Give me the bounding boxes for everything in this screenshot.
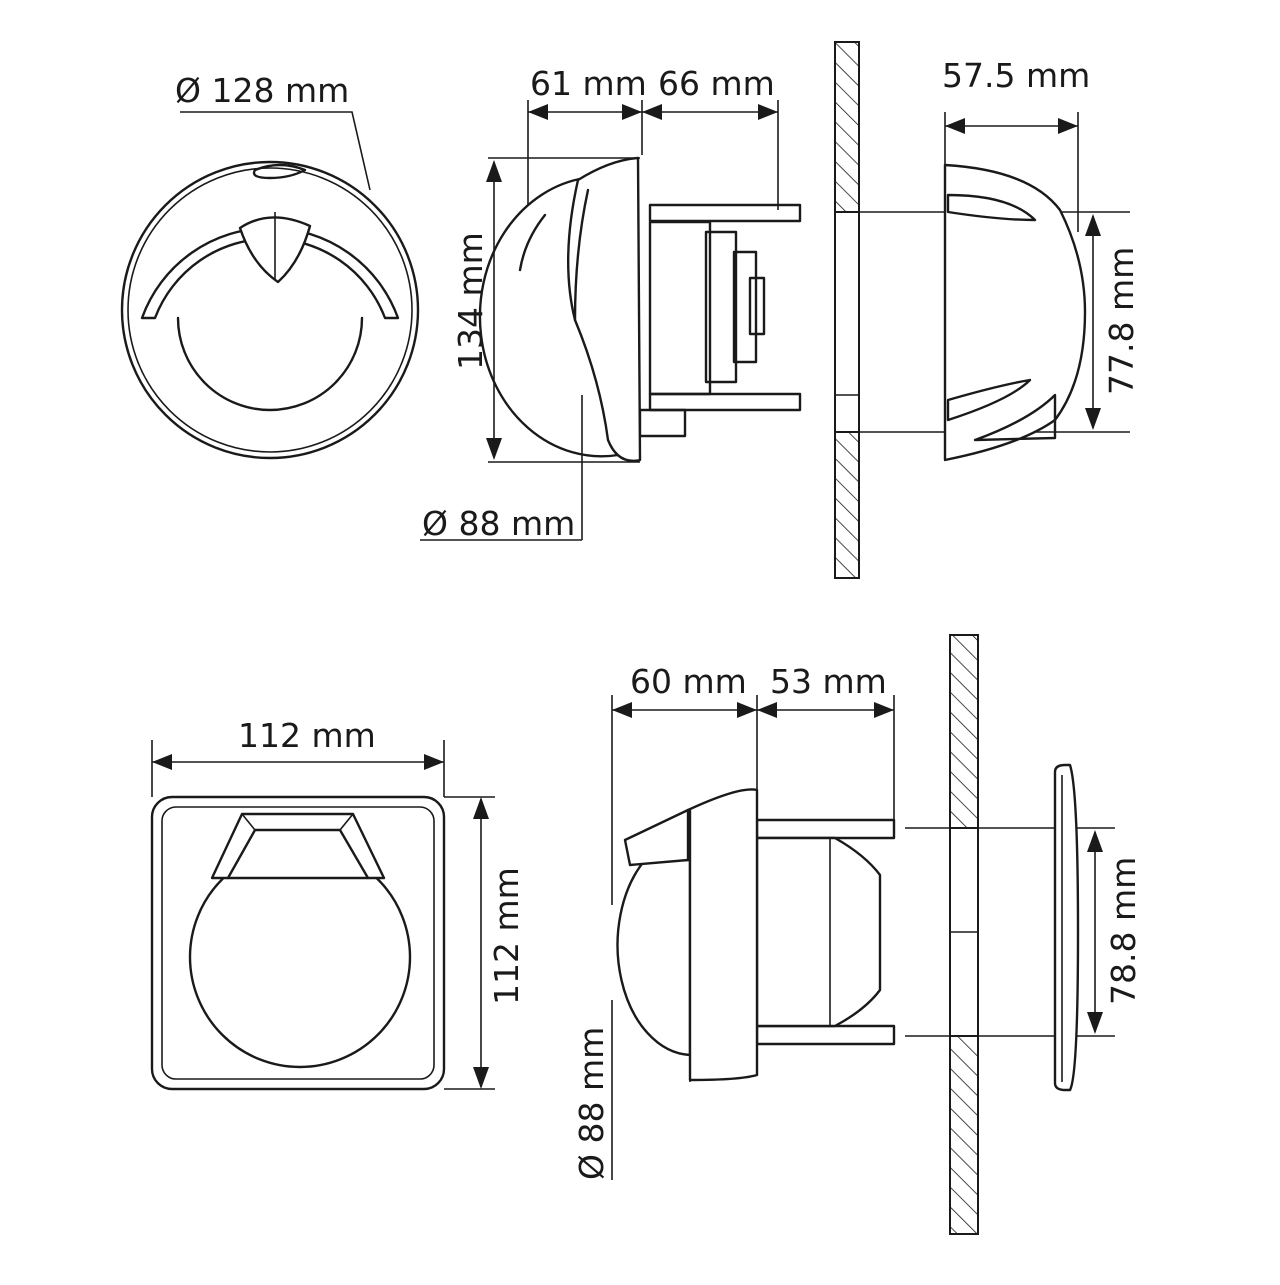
square-compass-front-view <box>150 795 446 1091</box>
square-cutout-diameter-label: 78.8 mm <box>1104 857 1143 1005</box>
square-depth-rear-label: 53 mm <box>770 662 887 701</box>
round-cutout-depth-label: 57.5 mm <box>942 56 1090 95</box>
round-dome-diameter-label: Ø 88 mm <box>422 504 575 543</box>
square-width-dimension: 112 mm <box>151 716 445 797</box>
round-panel-section <box>834 41 1130 579</box>
round-outer-diameter-label: Ø 128 mm <box>175 71 349 110</box>
square-height-dimension: 112 mm <box>444 796 526 1090</box>
round-cutout-diameter-dimension: 77.8 mm <box>1085 214 1141 430</box>
round-compass-side-view <box>420 100 802 541</box>
round-depth-dimension: 61 mm 66 mm <box>528 64 778 120</box>
round-outer-diameter-dimension: Ø 128 mm <box>175 71 371 191</box>
square-cutout-diameter-dimension: 78.8 mm <box>1087 830 1143 1034</box>
square-depth-dimension: 60 mm 53 mm <box>612 662 894 718</box>
square-depth-front-label: 60 mm <box>630 662 747 701</box>
round-cutout-diameter-label: 77.8 mm <box>1102 247 1141 395</box>
square-panel-section <box>905 634 1115 1235</box>
square-dome-diameter-label: Ø 88 mm <box>572 1027 611 1180</box>
square-height-label: 112 mm <box>487 867 526 1005</box>
round-height-label: 134 mm <box>451 232 490 370</box>
square-width-label: 112 mm <box>238 716 376 755</box>
round-depth-front-label: 61 mm <box>530 64 647 103</box>
square-compass-side-view <box>611 695 896 1180</box>
round-cutout-depth-dimension: 57.5 mm <box>942 56 1090 134</box>
round-compass-front-view <box>120 160 420 460</box>
round-depth-rear-label: 66 mm <box>658 64 775 103</box>
round-height-dimension: 134 mm <box>451 160 502 460</box>
